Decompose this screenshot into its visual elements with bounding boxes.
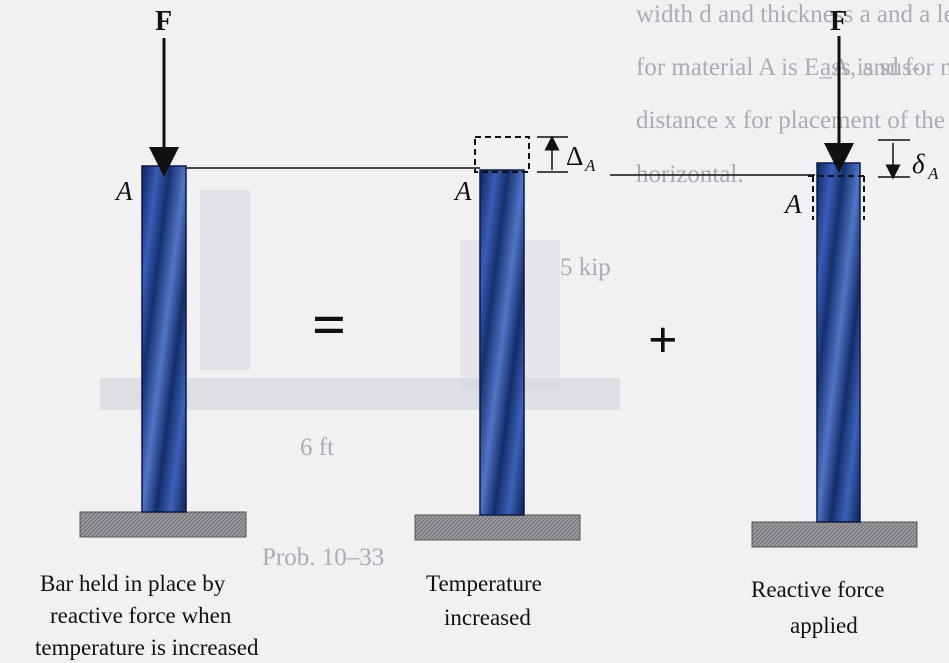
caption-line-1: Bar held in place by: [40, 571, 226, 596]
bar: [141, 165, 187, 513]
bleed-line-3: distance x for placement of the force P …: [636, 107, 949, 134]
bleed-side: ass is sus-: [820, 54, 920, 81]
caption-line-2: applied: [790, 613, 858, 638]
ground-support: [751, 521, 918, 548]
expansion-dashed-box: [474, 136, 530, 173]
point-a-label: A: [114, 176, 133, 206]
bleed-line-2: for material A is E_A, and for material …: [636, 54, 949, 81]
panel-temperature-increased: Δ A A Temperature increased: [414, 135, 596, 630]
plus-sign: +: [648, 312, 678, 369]
bar: [816, 162, 861, 523]
caption-line-2: reactive force when: [50, 603, 232, 628]
point-a-label: A: [453, 176, 472, 206]
ground-support: [79, 511, 247, 538]
force-label: F: [830, 6, 847, 37]
point-a-label: A: [783, 189, 802, 219]
ground-support: [414, 514, 581, 541]
caption-line-3: temperature is increased: [35, 635, 259, 660]
delta-force-subscript: A: [927, 164, 939, 183]
delta-thermal-subscript: A: [584, 156, 596, 175]
caption-line-1: Temperature: [426, 571, 542, 596]
delta-thermal-label: Δ: [566, 141, 583, 171]
bleed-line-1: width d and thickness a and a length L. …: [636, 1, 949, 28]
bleed-prob: Prob. 10–33: [262, 544, 384, 571]
bleed-load: 5 kip: [560, 254, 611, 281]
caption-line-2: increased: [444, 605, 531, 630]
bleed-dim: 6 ft: [300, 434, 334, 461]
delta-force-label: δ: [912, 149, 925, 179]
panel-bar-held: F A Bar held in place by reactive force …: [35, 6, 259, 660]
panel-reactive-force: F δ A A Reactive force applied: [751, 6, 939, 638]
equals-sign: =: [312, 292, 346, 358]
bar: [479, 169, 525, 516]
caption-line-1: Reactive force: [751, 577, 884, 602]
force-label: F: [155, 6, 172, 37]
